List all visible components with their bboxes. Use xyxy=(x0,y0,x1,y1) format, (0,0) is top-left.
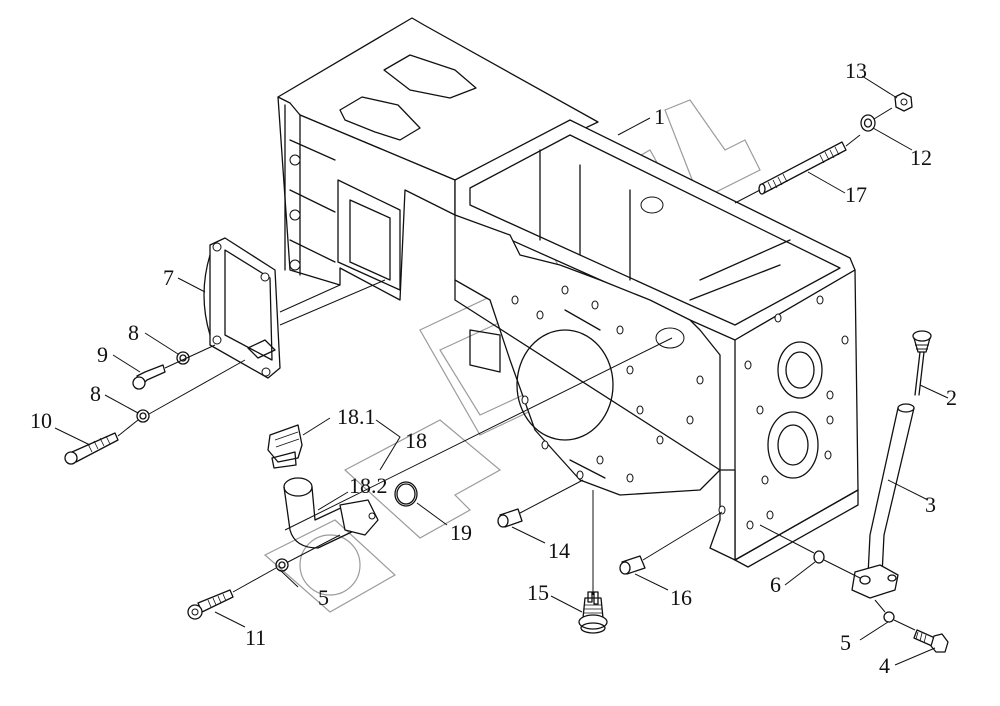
o-ring-part-19 xyxy=(394,481,418,507)
socket-head-bolt-part-11 xyxy=(187,534,341,620)
callout-8-upper: 8 xyxy=(128,320,139,345)
nut-part-13 xyxy=(894,92,913,112)
callout-8-lower: 8 xyxy=(90,381,101,406)
filler-axis-line xyxy=(284,337,673,531)
end-face-holes xyxy=(744,295,849,530)
washer-part-5-left xyxy=(275,558,289,572)
housing-part-1 xyxy=(277,17,859,568)
callout-1: 1 xyxy=(654,104,665,129)
callout-19: 19 xyxy=(450,520,472,545)
callout-5-left: 5 xyxy=(318,585,329,610)
callout-18-1: 18.1 xyxy=(337,404,376,429)
filler-cap-part-18-1 xyxy=(267,424,303,469)
callout-5-right: 5 xyxy=(840,630,851,655)
callout-18-2: 18.2 xyxy=(349,473,388,498)
callout-10: 10 xyxy=(30,408,52,433)
callout-9: 9 xyxy=(97,342,108,367)
washer-part-5-right xyxy=(874,599,916,631)
callout-13: 13 xyxy=(845,58,867,83)
cover-part-7 xyxy=(203,237,386,379)
callout-3: 3 xyxy=(925,492,936,517)
dipstick-part-2 xyxy=(912,330,932,396)
callout-14: 14 xyxy=(548,538,570,563)
callout-16: 16 xyxy=(670,585,692,610)
callout-6: 6 xyxy=(770,572,781,597)
callout-7: 7 xyxy=(163,265,174,290)
callout-12: 12 xyxy=(910,145,932,170)
bolt-part-4 xyxy=(913,629,949,653)
dowel-pin-part-16 xyxy=(619,511,723,575)
callout-17: 17 xyxy=(845,182,867,207)
elbow-fitting-part-18-2 xyxy=(283,477,379,549)
o-ring-part-6 xyxy=(759,524,861,579)
callout-4: 4 xyxy=(879,653,890,678)
washer-part-12 xyxy=(860,107,893,132)
dowel-pin-part-14 xyxy=(497,479,584,528)
callout-labels: 1 2 3 4 5 5 6 7 8 8 9 10 11 12 13 14 15 … xyxy=(30,58,957,678)
callout-11: 11 xyxy=(245,625,266,650)
callout-18: 18 xyxy=(405,428,427,453)
callout-2: 2 xyxy=(946,385,957,410)
bolt-part-10 xyxy=(64,419,139,465)
flange-holes xyxy=(511,285,704,483)
washer-part-8-lower xyxy=(136,359,246,423)
dipstick-tube-part-3 xyxy=(851,403,915,599)
callout-leaders xyxy=(54,75,949,666)
stud-part-17 xyxy=(734,134,861,204)
sensor-part-15 xyxy=(578,490,608,634)
callout-15: 15 xyxy=(527,580,549,605)
bolt-part-9 xyxy=(132,344,216,390)
